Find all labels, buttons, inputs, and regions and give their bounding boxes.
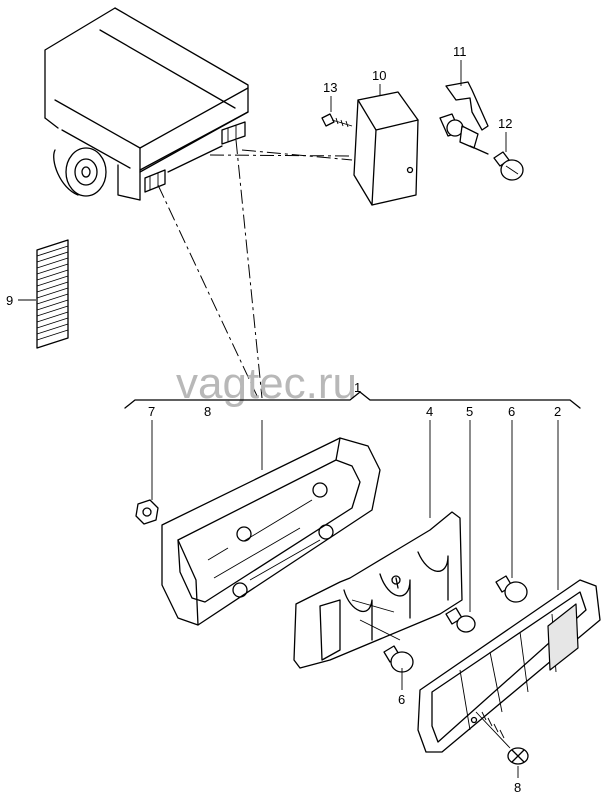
truck-wheel bbox=[53, 147, 107, 197]
bulb-12 bbox=[493, 151, 524, 181]
callout-leaders bbox=[18, 60, 559, 778]
callout-labels: 1 2 4 5 6 6 7 8 8 9 10 11 12 13 bbox=[6, 44, 561, 795]
tail-lamp-lens bbox=[417, 579, 601, 753]
bulb-6-lower bbox=[383, 645, 414, 673]
bulb-holder bbox=[439, 81, 489, 155]
reflector-strip bbox=[36, 239, 69, 349]
license-lamp-housing bbox=[353, 91, 419, 206]
bulb-carrier bbox=[293, 511, 463, 669]
callout-8-upper: 8 bbox=[204, 404, 211, 419]
callout-6-upper: 6 bbox=[508, 404, 515, 419]
truck-illustration bbox=[44, 7, 249, 201]
screw-13 bbox=[321, 113, 353, 128]
leader-lines bbox=[157, 139, 353, 399]
callout-8-lower: 8 bbox=[514, 780, 521, 795]
callout-2: 2 bbox=[554, 404, 561, 419]
bulb-5 bbox=[445, 607, 476, 633]
callout-5: 5 bbox=[466, 404, 473, 419]
group-brace bbox=[124, 391, 581, 409]
bulb-6-upper bbox=[495, 575, 528, 603]
callout-12: 12 bbox=[498, 116, 512, 131]
callout-7: 7 bbox=[148, 404, 155, 419]
callout-11: 11 bbox=[453, 44, 467, 59]
callout-4: 4 bbox=[426, 404, 433, 419]
callout-9: 9 bbox=[6, 293, 13, 308]
callout-10: 10 bbox=[372, 68, 386, 83]
callout-6-lower: 6 bbox=[398, 692, 405, 707]
callout-13: 13 bbox=[323, 80, 337, 95]
callout-1: 1 bbox=[354, 380, 361, 395]
nut-7 bbox=[135, 499, 159, 525]
lamp-frame bbox=[161, 437, 381, 626]
screw-8 bbox=[475, 711, 529, 765]
